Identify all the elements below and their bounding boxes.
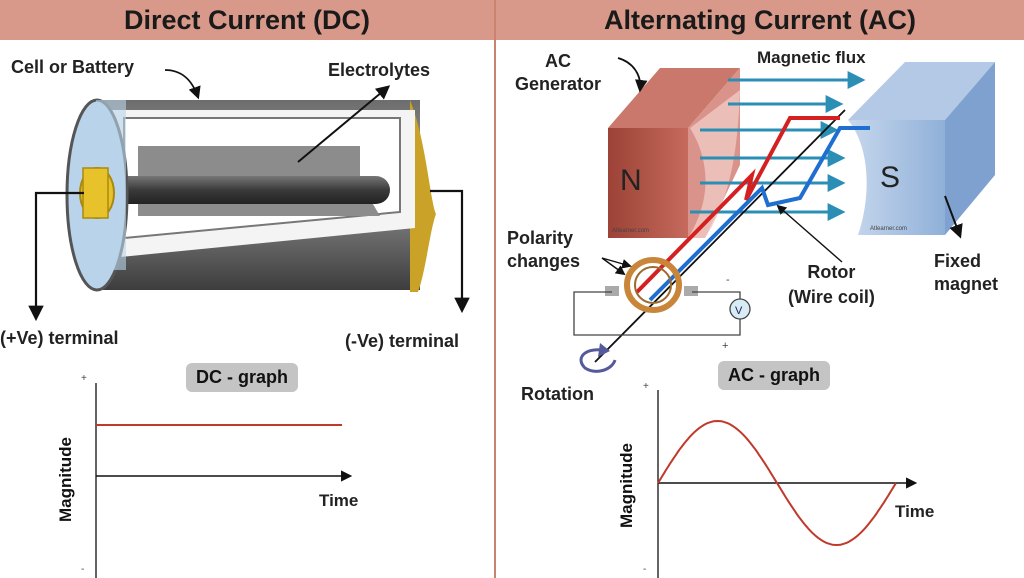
dc-graph: + - bbox=[81, 373, 353, 578]
flux-label: Magnetic flux bbox=[757, 48, 866, 67]
ac-minus-tick: - bbox=[643, 564, 646, 575]
ac-plus-tick: + bbox=[643, 381, 649, 392]
generator-label: AC Generator bbox=[515, 51, 602, 95]
pos-terminal-label: (+Ve) terminal bbox=[0, 328, 119, 348]
voltmeter-icon bbox=[729, 298, 751, 320]
polarity-pointer-1 bbox=[601, 257, 626, 276]
cell-label: Cell or Battery bbox=[11, 57, 135, 77]
magnet-watermark: Atlearner.com bbox=[612, 228, 649, 234]
panel-divider bbox=[494, 0, 496, 578]
dc-plus-tick: + bbox=[81, 373, 87, 384]
ac-ylabel: Magnitude bbox=[617, 443, 636, 528]
fixed-magnet-pointer bbox=[944, 195, 963, 239]
rotor-label: Rotor (Wire coil) bbox=[788, 262, 875, 308]
polarity-pointer-2 bbox=[601, 257, 632, 269]
pos-terminal-lead bbox=[28, 191, 84, 322]
dc-xlabel: Time bbox=[319, 491, 359, 510]
ac-header: Alternating Current (AC) bbox=[496, 0, 1024, 40]
electrolyte-pointer bbox=[297, 85, 391, 163]
north-pole-label: N bbox=[620, 164, 642, 197]
dc-graph-badge: DC - graph bbox=[186, 363, 298, 392]
ac-generator: N Atlearner.com S Atlearner.com V - bbox=[573, 62, 995, 373]
rotation-label: Rotation bbox=[521, 384, 594, 404]
neg-terminal-label: (-Ve) terminal bbox=[345, 331, 460, 351]
dc-header: Direct Current (DC) bbox=[0, 0, 494, 40]
electrolytes-label: Electrolytes bbox=[328, 60, 431, 80]
ac-graph-badge: AC - graph bbox=[718, 361, 830, 390]
generator-pointer bbox=[617, 57, 648, 93]
polarity-label: Polarity changes bbox=[507, 228, 581, 272]
cell-pointer bbox=[164, 69, 201, 100]
fixed-magnet-label: Fixed magnet bbox=[934, 251, 999, 295]
dc-title: Direct Current (DC) bbox=[123, 4, 371, 35]
battery bbox=[65, 98, 436, 292]
ac-title: Alternating Current (AC) bbox=[604, 4, 916, 35]
ac-xlabel: Time bbox=[895, 502, 935, 521]
svg-text:+: + bbox=[722, 340, 728, 352]
svg-text:-: - bbox=[726, 274, 730, 286]
voltmeter-label: V bbox=[735, 305, 743, 317]
ac-graph: + - bbox=[643, 381, 918, 578]
south-pole-label: S bbox=[880, 161, 900, 194]
magnet-watermark-s: Atlearner.com bbox=[870, 226, 907, 232]
ac-signal-wave bbox=[657, 419, 897, 547]
rotor-pointer bbox=[776, 204, 843, 263]
neg-terminal-lead bbox=[430, 189, 470, 314]
dc-ylabel: Magnitude bbox=[56, 437, 75, 522]
dc-minus-tick: - bbox=[81, 564, 84, 575]
rotation-arrow-icon bbox=[579, 348, 617, 373]
